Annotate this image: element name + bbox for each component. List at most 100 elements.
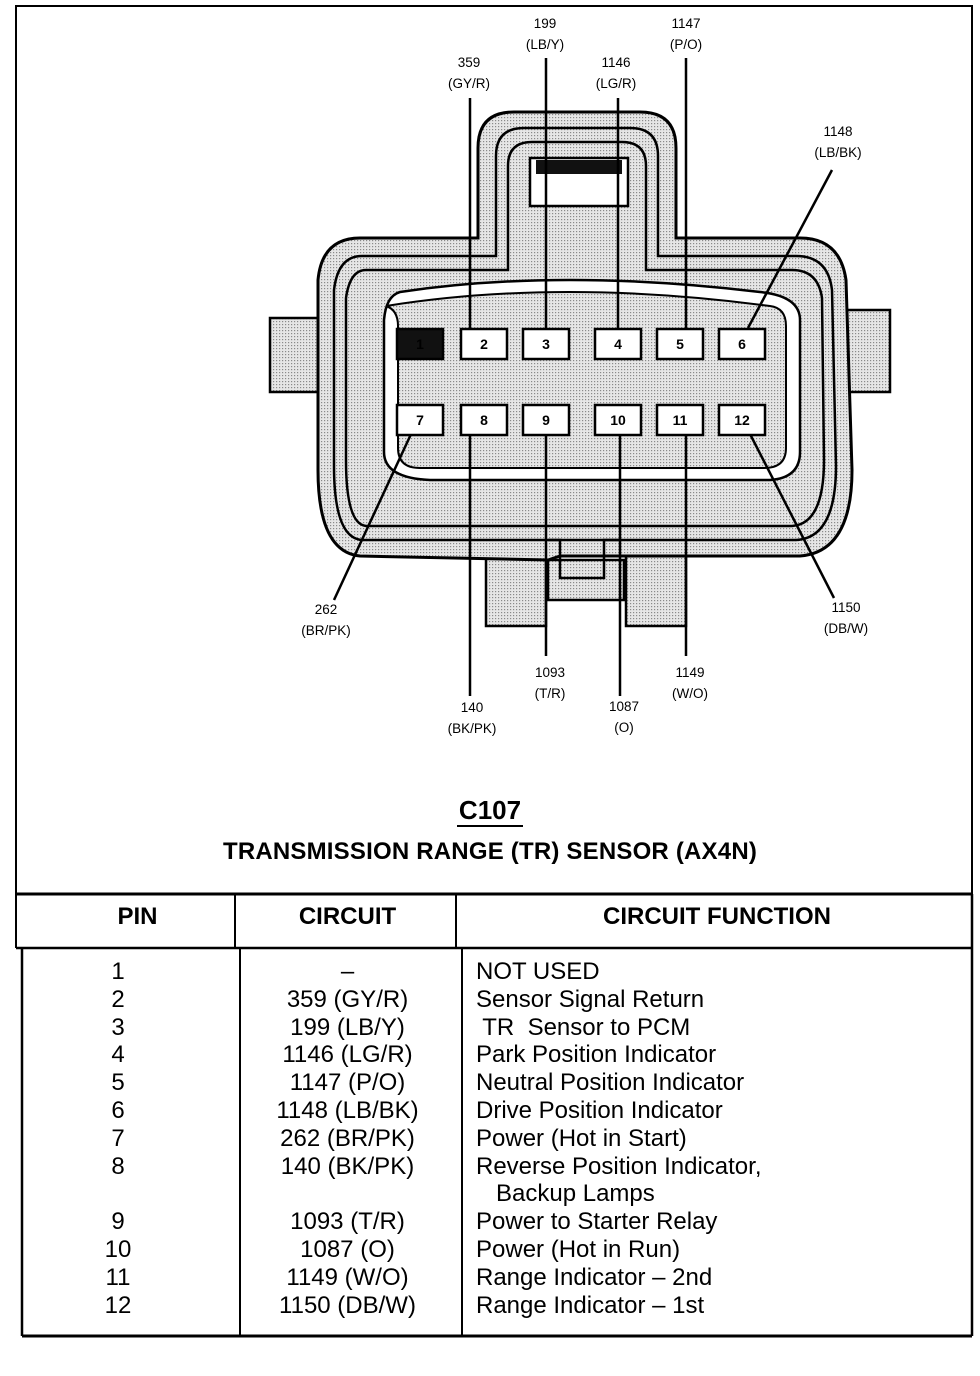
- table-row: 6 1148 (LB/BK) Drive Position Indicator: [0, 1097, 980, 1125]
- pin-number: 11: [673, 412, 688, 428]
- pin-number: 5: [676, 336, 684, 352]
- wire-color: (LB/BK): [814, 145, 861, 160]
- pin-number: 7: [416, 412, 424, 428]
- circuit-callout-1146: 1146 (LG/R): [596, 55, 637, 91]
- circuit-callout-359: 359 (GY/R): [448, 55, 490, 91]
- pin-cell: 6: [111, 1097, 125, 1124]
- circuit-cell: 1147 (P/O): [289, 1069, 406, 1097]
- function-cell: NOT USED: [476, 958, 600, 985]
- pin-cavity-8: 8: [459, 403, 509, 437]
- header-circuit-function: CIRCUIT FUNCTION: [603, 903, 831, 930]
- pin-cell: 7: [111, 1124, 125, 1152]
- connector-code: C107: [456, 795, 524, 827]
- circuit-cell: 140 (BK/PK): [280, 1152, 415, 1180]
- function-cell: Power (Hot in Start): [476, 1124, 687, 1152]
- pin-number: 10: [610, 412, 626, 428]
- circuit-number: 1146: [601, 55, 630, 70]
- circuit-callout-1150: 1150(DB/W): [824, 600, 868, 636]
- pin-cell: 3: [111, 1013, 125, 1041]
- wire-color: (DB/W): [824, 621, 868, 636]
- table-row: Backup Lamps: [0, 1180, 980, 1208]
- circuit-number: 1087: [609, 699, 639, 714]
- pin-number: 9: [542, 412, 550, 428]
- pin-number: 4: [614, 336, 622, 352]
- pin-cavity-7: 7: [395, 403, 445, 437]
- circuit-cell: –: [340, 958, 355, 985]
- circuit-number: 1149: [675, 665, 704, 680]
- function-cell: Range Indicator – 1st: [476, 1291, 705, 1319]
- pin-number: 6: [738, 336, 746, 352]
- leader-lines: [332, 58, 836, 696]
- circuit-number: 140: [461, 700, 484, 715]
- pin-cell: 12: [104, 1291, 132, 1319]
- pin-cell: 5: [111, 1069, 125, 1097]
- wire-color: (BK/PK): [448, 721, 497, 736]
- circuit-number: 1093: [535, 665, 565, 680]
- circuit-callout-1149: 1149(W/O): [672, 665, 708, 701]
- table-row: 10 1087 (O) Power (Hot in Run): [0, 1236, 980, 1264]
- table-row: 1 – NOT USED: [0, 958, 980, 986]
- circuit-cell: 1146 (LG/R): [282, 1041, 413, 1069]
- connector-body: [268, 110, 892, 628]
- wire-color: (LB/Y): [526, 37, 564, 52]
- pin-cavity-1: 1: [395, 327, 445, 361]
- circuit-number: 1148: [823, 124, 852, 139]
- pin-number: 12: [734, 412, 750, 428]
- pin-number: 3: [542, 336, 550, 352]
- circuit-callout-199: 199 (LB/Y): [526, 16, 564, 52]
- pin-cavity-9: 9: [521, 403, 571, 437]
- function-cell: Power to Starter Relay: [476, 1208, 718, 1236]
- function-cell: Power (Hot in Run): [476, 1236, 681, 1263]
- circuit-callout-140: 140 (BK/PK): [448, 700, 497, 736]
- connector-title: TRANSMISSION RANGE (TR) SENSOR (AX4N): [222, 838, 758, 865]
- wire-color: (BR/PK): [301, 623, 351, 638]
- wire-color: (O): [614, 720, 634, 735]
- circuit-number: 199: [534, 16, 557, 31]
- pin-number: 1: [416, 336, 424, 352]
- circuit-number: 262: [315, 602, 338, 617]
- pin-cell: 10: [104, 1236, 132, 1263]
- header-pin: PIN: [117, 903, 158, 930]
- circuit-cell: 1149 (W/O): [286, 1263, 409, 1291]
- wire-color: (LG/R): [596, 76, 637, 91]
- table-row: 7 262 (BR/PK) Power (Hot in Start): [0, 1125, 980, 1153]
- circuit-cell: 1093 (T/R): [290, 1208, 405, 1236]
- function-cell: Drive Position Indicator: [476, 1097, 723, 1124]
- circuit-cell: 1150 (DB/W): [279, 1291, 416, 1319]
- circuit-number: 1147: [671, 16, 700, 31]
- circuit-cell: 359 (GY/R): [286, 985, 409, 1013]
- pin-number: 2: [480, 336, 488, 352]
- circuit-callout-262: 262 (BR/PK): [301, 602, 351, 638]
- pin-cell: 8: [111, 1152, 125, 1180]
- header-circuit: CIRCUIT: [298, 903, 397, 930]
- circuit-cell: 262 (BR/PK): [280, 1124, 415, 1152]
- table-grid: [15, 892, 974, 1338]
- circuit-callout-1093: 1093 (T/R): [535, 665, 566, 701]
- function-cell: Park Position Indicator: [476, 1041, 717, 1069]
- circuit-cell: 199 (LB/Y): [290, 1013, 405, 1041]
- pin-cell: 11: [105, 1263, 131, 1291]
- table-row: 12 1150 (DB/W) Range Indicator – 1st: [0, 1292, 980, 1320]
- circuit-cell: 1087 (O): [300, 1236, 395, 1263]
- circuit-cell: 1148 (LB/BK): [276, 1097, 419, 1124]
- pin-cavity-12: 12: [717, 403, 767, 437]
- pin-cell: 1: [111, 958, 125, 985]
- pin-cell: 2: [111, 985, 125, 1013]
- pin-cavity-5: 5: [655, 327, 705, 361]
- wire-color: (P/O): [670, 37, 702, 52]
- wire-color: (GY/R): [448, 76, 490, 91]
- wire-color: (T/R): [535, 686, 566, 701]
- circuit-callout-1148: 1148 (LB/BK): [814, 124, 861, 160]
- circuit-callout-1147: 1147 (P/O): [670, 16, 702, 52]
- circuit-number: 359: [458, 55, 481, 70]
- function-cell: Backup Lamps: [476, 1180, 655, 1208]
